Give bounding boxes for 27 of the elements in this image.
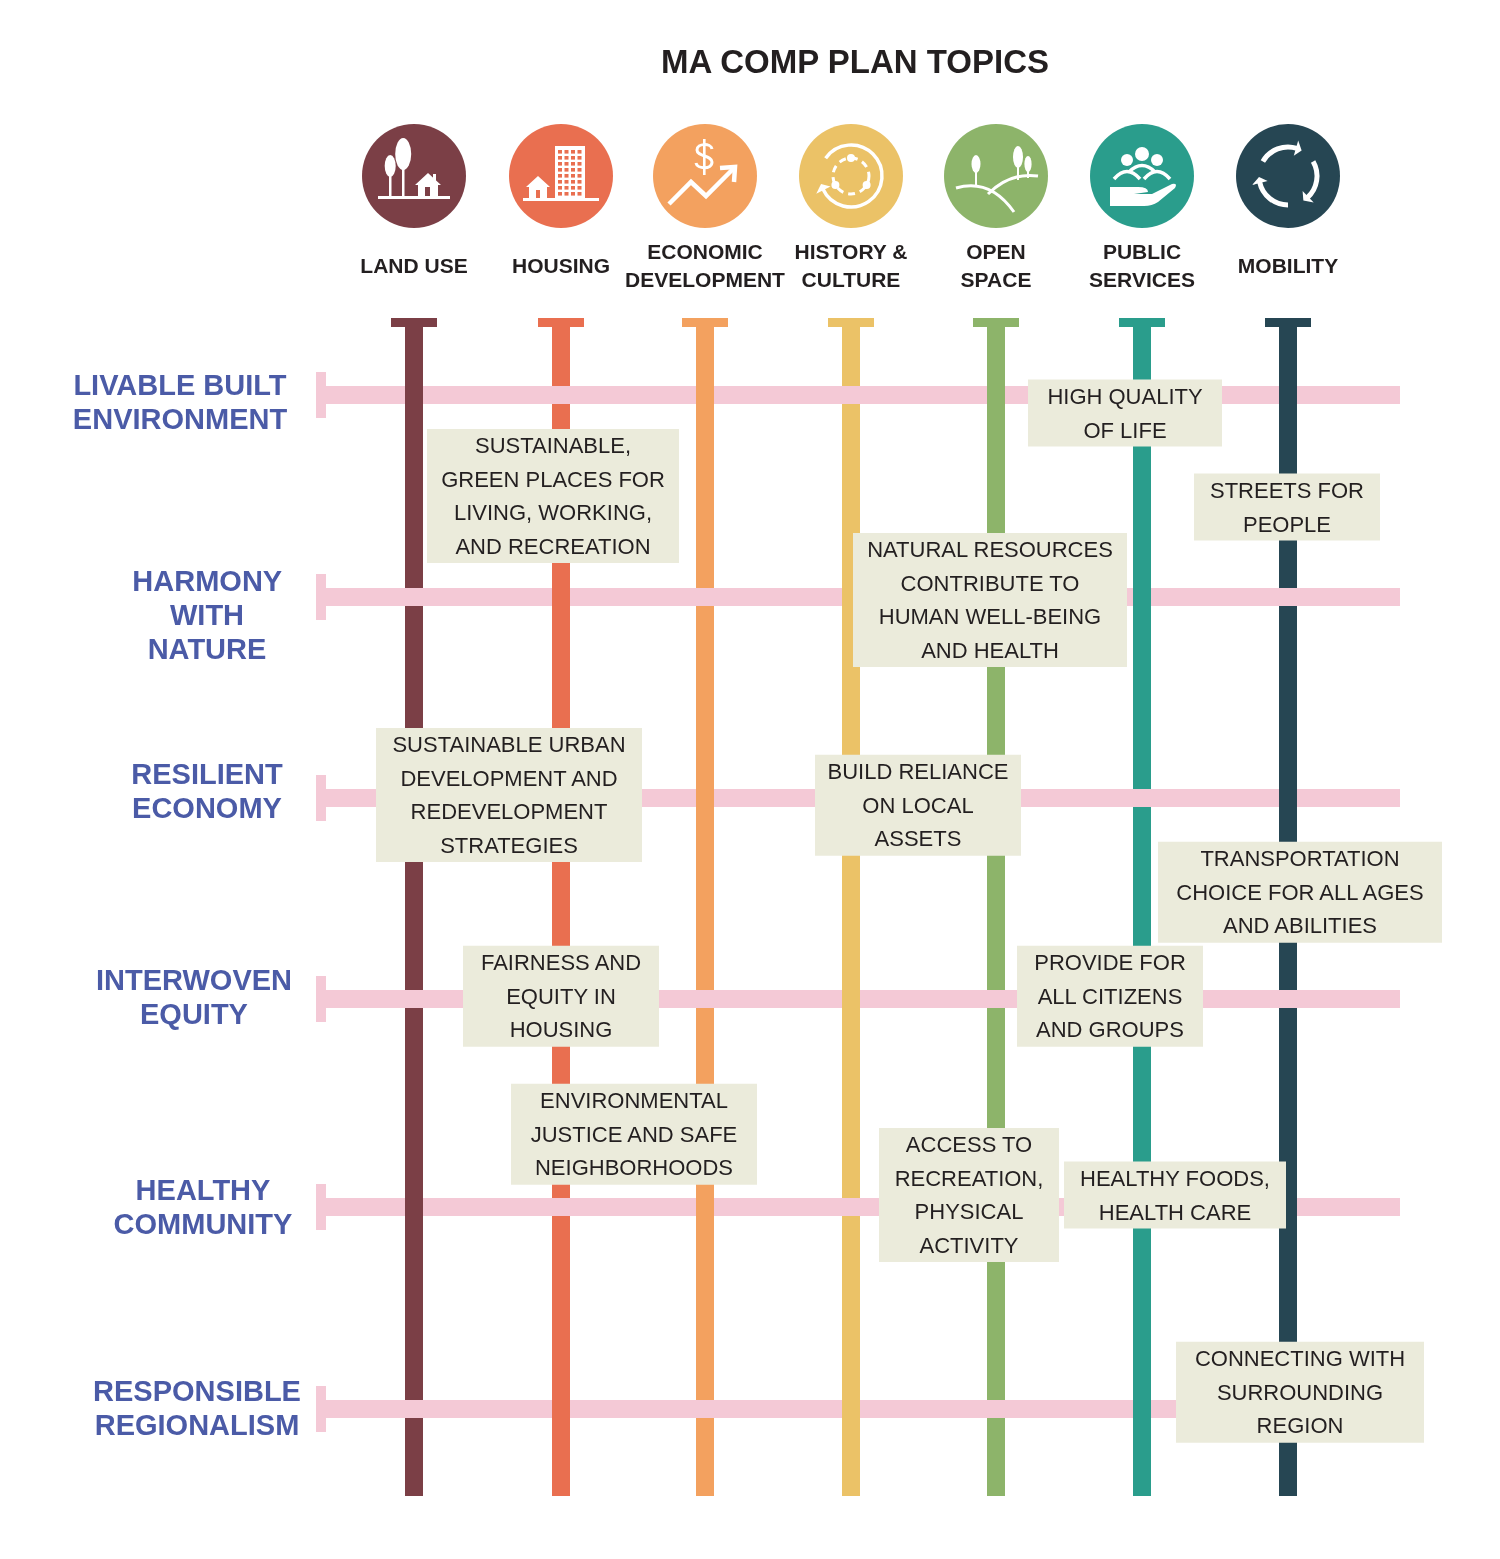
highlighted-note: FAIRNESS AND EQUITY IN HOUSING <box>463 945 659 1047</box>
topic-heading: LAND USE <box>360 253 468 279</box>
topic-heading: PUBLIC SERVICES <box>1089 239 1195 293</box>
highlighted-note: HIGH QUALITY OF LIFE <box>1028 379 1222 447</box>
topic-heading: HISTORY & CULTURE <box>793 239 909 293</box>
highlighted-note: ACCESS TO RECREATION, PHYSICAL ACTIVITY <box>879 1128 1059 1262</box>
principle-heading: RESPONSIBLE REGIONALISM <box>93 1374 301 1442</box>
title: MA COMP PLAN TOPICS <box>660 42 1050 82</box>
topic-heading: OPEN SPACE <box>960 239 1032 293</box>
highlighted-note: BUILD RELIANCE ON LOCAL ASSETS <box>815 754 1021 856</box>
topic-heading: HOUSING <box>512 253 610 279</box>
topic-heading: ECONOMIC DEVELOPMENT <box>625 239 785 293</box>
highlighted-note: TRANSPORTATION CHOICE FOR ALL AGES AND ABILITIES <box>1158 841 1442 943</box>
highlighted-note: SUSTAINABLE, GREEN PLACES FOR LIVING, WORKING, AND RECREATION <box>427 429 679 563</box>
topic-heading: MOBILITY <box>1237 253 1339 279</box>
highlighted-note: SUSTAINABLE URBAN DEVELOPMENT AND REDEVELOPMENT STRATEGIES <box>376 728 642 862</box>
principle-heading: INTERWOVEN EQUITY <box>96 963 292 1031</box>
highlighted-note: PROVIDE FOR ALL CITIZENS AND GROUPS <box>1017 945 1203 1047</box>
highlighted-note: CONNECTING WITH SURROUNDING REGION <box>1176 1341 1424 1443</box>
highlighted-note: NATURAL RESOURCES CONTRIBUTE TO HUMAN WELL-BEING AND HEALTH <box>853 533 1127 667</box>
highlighted-note: ENVIRONMENTAL JUSTICE AND SAFE NEIGHBORHOODS <box>511 1083 757 1185</box>
principle-heading: LIVABLE BUILT ENVIRONMENT <box>64 368 296 436</box>
principle-heading: HEALTHY COMMUNITY <box>113 1173 293 1241</box>
highlighted-note: STREETS FOR PEOPLE <box>1194 473 1380 541</box>
principle-heading: RESILIENT ECONOMY <box>131 757 283 825</box>
highlighted-note: HEALTHY FOODS, HEALTH CARE <box>1064 1161 1286 1229</box>
principle-heading: HARMONY WITH NATURE <box>132 564 282 666</box>
